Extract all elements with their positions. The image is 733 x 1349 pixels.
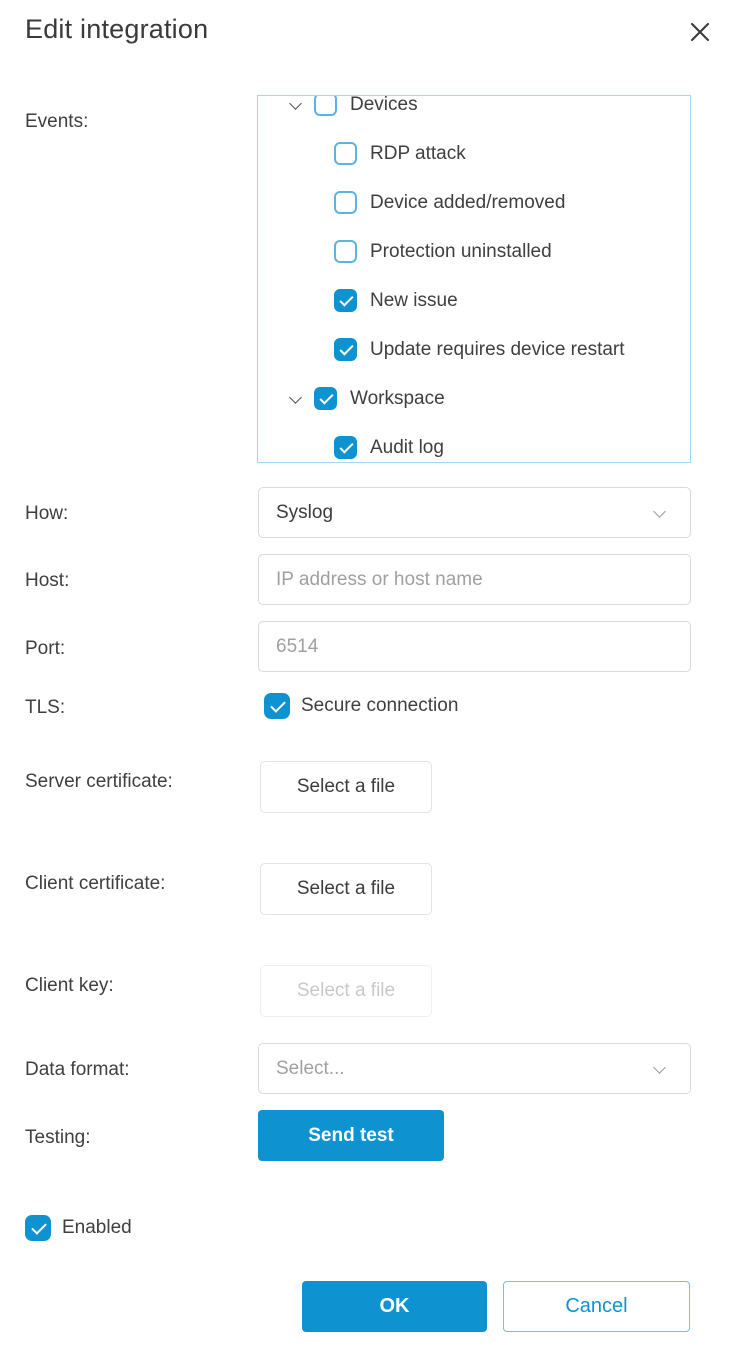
server-certificate-label: Server certificate: (25, 771, 173, 792)
how-select-value: Syslog (276, 501, 334, 523)
data-format-select[interactable]: Select... (258, 1043, 691, 1094)
send-test-button[interactable]: Send test (258, 1110, 444, 1161)
enabled-checkbox-label: Enabled (62, 1217, 132, 1238)
event-tree-row: New issue (258, 276, 690, 325)
port-input[interactable] (258, 621, 691, 672)
cancel-button[interactable]: Cancel (503, 1281, 690, 1332)
event-label: New issue (370, 289, 458, 311)
data-format-select-placeholder: Select... (276, 1057, 345, 1079)
data-format-label: Data format: (25, 1059, 130, 1080)
client-certificate-label: Client certificate: (25, 873, 166, 894)
events-tree: Devices RDP attack Device added/removed … (257, 95, 691, 463)
dialog-title: Edit integration (25, 14, 209, 44)
checkbox[interactable] (334, 240, 357, 263)
event-label: Workspace (350, 387, 445, 409)
chevron-down-icon (653, 506, 666, 519)
checkbox[interactable] (334, 191, 357, 214)
event-label: Update requires device restart (370, 338, 625, 360)
checkbox[interactable] (334, 289, 357, 312)
client-certificate-file-button[interactable]: Select a file (260, 863, 432, 915)
event-tree-row: Workspace (258, 374, 690, 423)
host-input[interactable] (258, 554, 691, 605)
chevron-down-icon[interactable] (288, 391, 303, 406)
how-label: How: (25, 503, 69, 524)
chevron-down-icon (653, 1062, 666, 1075)
checkbox[interactable] (314, 387, 337, 410)
close-icon (688, 20, 712, 44)
checkbox[interactable] (334, 142, 357, 165)
event-tree-row: Update requires device restart (258, 325, 690, 374)
enabled-checkbox-row: Enabled (25, 1215, 132, 1241)
host-label: Host: (25, 570, 70, 591)
events-label: Events: (25, 111, 89, 132)
testing-label: Testing: (25, 1127, 91, 1148)
tls-checkbox-row: Secure connection (264, 693, 458, 719)
checkbox[interactable] (334, 338, 357, 361)
tls-checkbox-label: Secure connection (301, 695, 459, 716)
event-label: RDP attack (370, 142, 466, 164)
event-label: Audit log (370, 436, 444, 458)
server-certificate-file-button[interactable]: Select a file (260, 761, 432, 813)
event-label: Device added/removed (370, 191, 566, 213)
tls-checkbox[interactable] (264, 693, 290, 719)
close-button[interactable] (684, 16, 716, 48)
client-key-label: Client key: (25, 975, 114, 996)
event-tree-row: Audit log (258, 423, 690, 462)
chevron-down-icon[interactable] (288, 97, 303, 112)
event-tree-row: Protection uninstalled (258, 227, 690, 276)
enabled-checkbox[interactable] (25, 1215, 51, 1241)
event-label: Protection uninstalled (370, 240, 552, 262)
event-label: Devices (350, 95, 418, 115)
checkbox[interactable] (334, 436, 357, 459)
event-tree-row: RDP attack (258, 129, 690, 178)
event-tree-row: Device added/removed (258, 178, 690, 227)
how-select[interactable]: Syslog (258, 487, 691, 538)
checkbox[interactable] (314, 96, 337, 116)
tls-label: TLS: (25, 697, 66, 718)
client-key-file-button: Select a file (260, 965, 432, 1017)
port-label: Port: (25, 638, 66, 659)
ok-button[interactable]: OK (302, 1281, 487, 1332)
event-tree-row: Devices (258, 95, 690, 129)
